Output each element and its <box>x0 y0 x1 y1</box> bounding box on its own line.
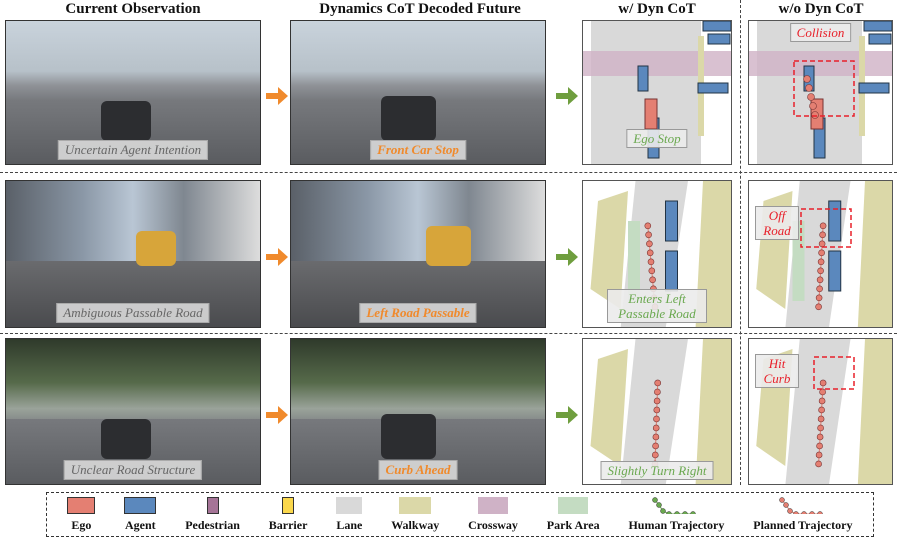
bev-without-dyn-cot: Hit Curb <box>748 338 893 485</box>
header-without-dyn-cot: w/o Dyn CoT <box>778 1 864 17</box>
current-observation-image: Uncertain Agent Intention <box>5 20 261 165</box>
with-cot-caption: Ego Stop <box>626 129 688 148</box>
with-cot-caption: Slightly Turn Right <box>600 461 714 480</box>
decoded-future-image: Left Road Passable <box>290 180 546 328</box>
front-car <box>381 414 436 459</box>
without-cot-caption: Hit Curb <box>755 354 799 388</box>
legend-item: Crossway <box>468 496 518 533</box>
pedestrian-swatch <box>206 496 219 514</box>
header-decoded-future: Dynamics CoT Decoded Future <box>319 1 521 17</box>
bev-without-dyn-cot: Collision <box>748 20 893 165</box>
park-area-swatch <box>558 496 589 514</box>
orange-arrow-icon <box>266 405 288 424</box>
crossway-swatch <box>478 496 509 514</box>
decoded-future-image: Curb Ahead <box>290 338 546 485</box>
future-caption: Curb Ahead <box>378 460 458 480</box>
front-car <box>101 101 151 141</box>
bev-with-dyn-cot: Ego Stop <box>582 20 732 165</box>
legend-label: Pedestrian <box>185 517 240 532</box>
bev-with-dyn-cot: Enters Left Passable Road <box>582 180 732 328</box>
front-car <box>136 231 176 266</box>
front-car <box>101 419 151 459</box>
legend-label: Planned Trajectory <box>753 517 853 532</box>
front-car <box>381 96 436 141</box>
legend-item: Human Trajectory <box>628 496 725 533</box>
bev-without-dyn-cot: Off Road <box>748 180 893 328</box>
column-divider <box>740 0 741 485</box>
header-current-observation: Current Observation <box>65 1 201 17</box>
legend-item: Park Area <box>546 496 600 533</box>
orange-arrow-icon <box>266 248 288 266</box>
legend-label: Agent <box>124 517 156 532</box>
header-with-dyn-cot: w/ Dyn CoT <box>618 1 696 17</box>
legend-label: Human Trajectory <box>628 517 725 532</box>
legend-item: Pedestrian <box>185 496 240 533</box>
current-observation-image: Unclear Road Structure <box>5 338 261 485</box>
legend-label: Walkway <box>391 517 440 532</box>
observation-caption: Unclear Road Structure <box>63 460 203 480</box>
legend-label: Barrier <box>268 517 308 532</box>
future-caption: Front Car Stop <box>370 140 466 160</box>
planned-trajectory-icon <box>779 496 823 514</box>
legend-label: Lane <box>336 517 363 532</box>
legend-label: Crossway <box>468 517 518 532</box>
walkway-swatch <box>399 496 432 514</box>
green-arrow-icon <box>556 405 578 424</box>
legend-item: Barrier <box>268 496 308 533</box>
legend-item: Walkway <box>391 496 440 533</box>
observation-caption: Ambiguous Passable Road <box>56 303 210 323</box>
legend-item: Lane <box>336 496 363 533</box>
bev-with-dyn-cot: Slightly Turn Right <box>582 338 732 485</box>
legend: Ego Agent Pedestrian Barrier Lane Walkway Cros… <box>46 492 874 537</box>
decoded-future-image: Front Car Stop <box>290 20 546 165</box>
observation-caption: Uncertain Agent Intention <box>57 140 209 160</box>
barrier-swatch <box>282 496 295 514</box>
green-arrow-icon <box>556 86 578 105</box>
row-divider <box>0 172 897 173</box>
without-cot-caption: Collision <box>789 23 852 42</box>
lane-swatch <box>336 496 363 514</box>
with-cot-caption: Enters Left Passable Road <box>607 289 707 323</box>
agent-swatch <box>124 496 157 514</box>
orange-arrow-icon <box>266 86 288 105</box>
legend-label: Ego <box>71 517 92 532</box>
human-trajectory-icon <box>652 496 697 514</box>
legend-item: Agent <box>124 496 157 533</box>
current-observation-image: Ambiguous Passable Road <box>5 180 261 328</box>
legend-item: Ego <box>67 496 96 533</box>
future-caption: Left Road Passable <box>359 303 477 323</box>
green-arrow-icon <box>556 248 578 266</box>
front-car <box>426 226 471 266</box>
without-cot-caption: Off Road <box>755 206 799 240</box>
row-divider <box>0 333 897 334</box>
ego-swatch <box>67 496 96 514</box>
legend-item: Planned Trajectory <box>753 496 853 533</box>
legend-label: Park Area <box>546 517 600 532</box>
